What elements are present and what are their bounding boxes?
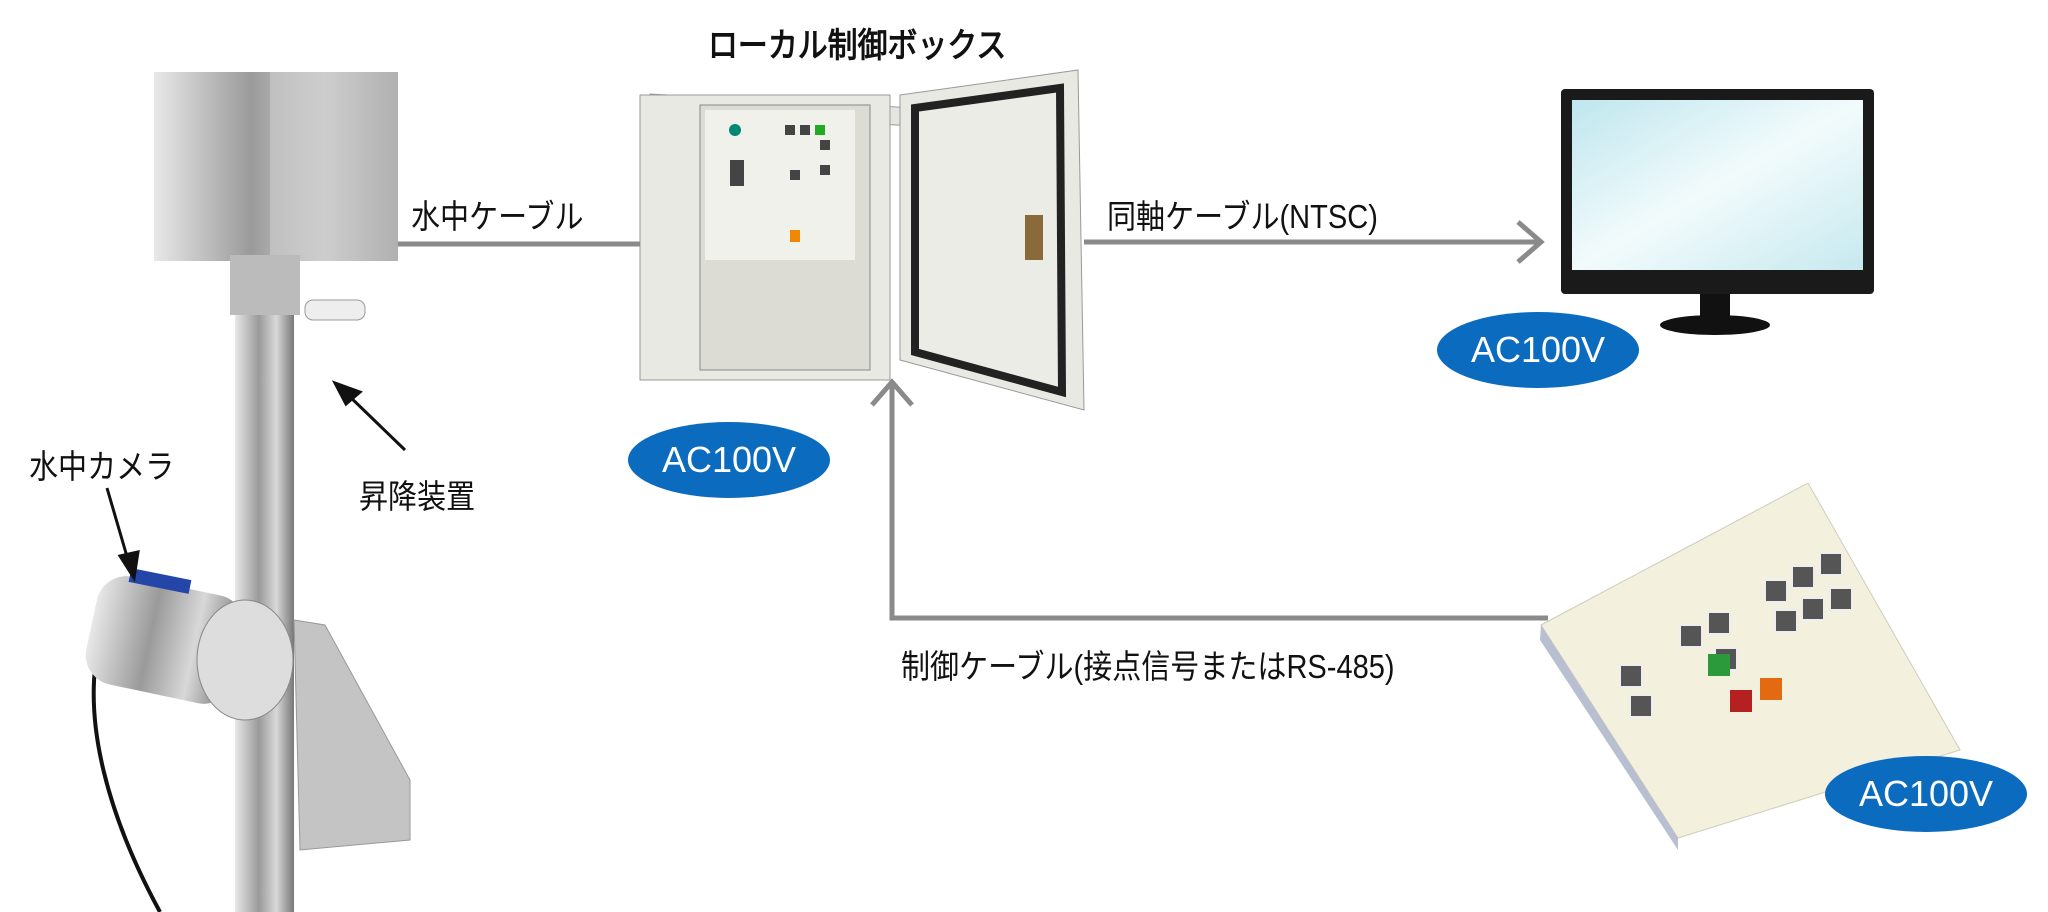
operation-keypad-image bbox=[1540, 482, 1961, 850]
local-control-box-image bbox=[639, 69, 1085, 411]
coax-cable-label: 同軸ケーブル(NTSC) bbox=[1107, 198, 1378, 235]
underwater-camera-image bbox=[85, 568, 294, 912]
monitor-image bbox=[1561, 89, 1874, 335]
camera-pointer-arrow bbox=[105, 487, 130, 561]
lifting-device-label: 昇降装置 bbox=[359, 478, 476, 515]
control-cable-line bbox=[889, 382, 1548, 621]
control-box-title: ローカル制御ボックス bbox=[708, 27, 1007, 65]
lift-pointer-arrow bbox=[343, 390, 407, 452]
monitor-power-badge: AC100V bbox=[1437, 312, 1639, 388]
control-arrowhead bbox=[870, 378, 914, 407]
control-cable-label: 制御ケーブル(接点信号またはRS-485) bbox=[901, 648, 1395, 685]
box-power-badge: AC100V bbox=[628, 422, 830, 498]
underwater-cable-label: 水中ケーブル bbox=[411, 198, 584, 235]
lifting-device-image bbox=[154, 72, 411, 912]
camera-arrowhead bbox=[117, 550, 140, 583]
keypad-power-badge: AC100V bbox=[1825, 756, 2027, 832]
coax-arrowhead bbox=[1516, 220, 1545, 264]
underwater-camera-label: 水中カメラ bbox=[29, 448, 175, 485]
lift-arrowhead bbox=[331, 380, 363, 407]
